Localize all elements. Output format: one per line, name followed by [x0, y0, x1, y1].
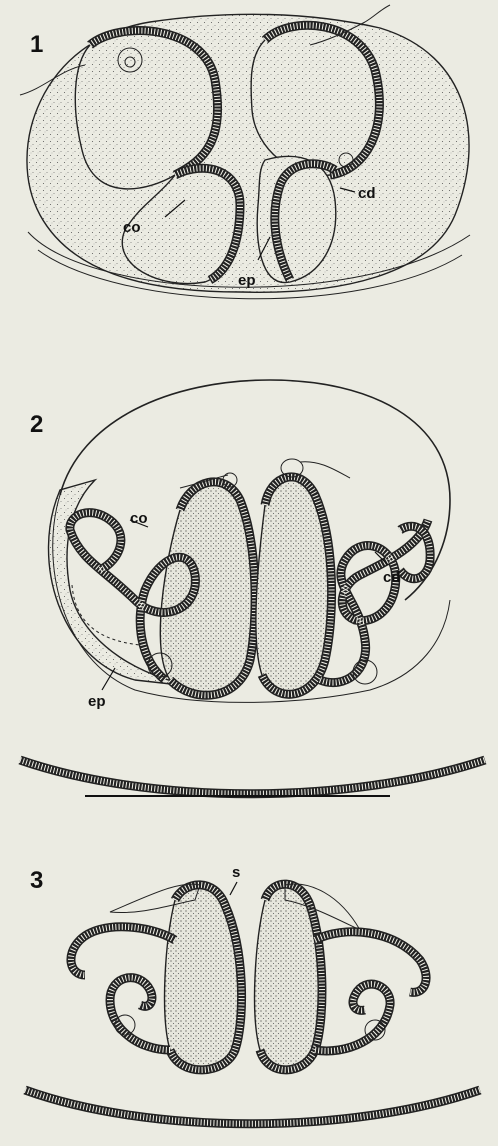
label-ep-1: ep — [238, 272, 256, 289]
label-cd-2: cd — [383, 569, 401, 586]
ventral-cuticle-2 — [20, 760, 485, 794]
right-fertilization-duct-2 — [300, 462, 350, 478]
figure-1: 1 co cd ep — [20, 5, 470, 299]
figure-2: 2 co cd — [20, 380, 485, 794]
label-co-2: co — [130, 510, 148, 527]
label-co-1: co — [123, 219, 141, 236]
label-s-3: s — [232, 864, 240, 881]
s-leader-3 — [230, 882, 237, 895]
figure-3: 3 s — [25, 864, 480, 1124]
figure-2-number: 2 — [30, 411, 43, 438]
label-ep-2: ep — [88, 693, 106, 710]
label-cd-1: cd — [358, 185, 376, 202]
figure-1-number: 1 — [30, 31, 43, 58]
right-copulatory-duct-2 — [320, 520, 428, 683]
left-lateral-duct-3 — [110, 978, 170, 1050]
figure-3-number: 3 — [30, 867, 43, 894]
